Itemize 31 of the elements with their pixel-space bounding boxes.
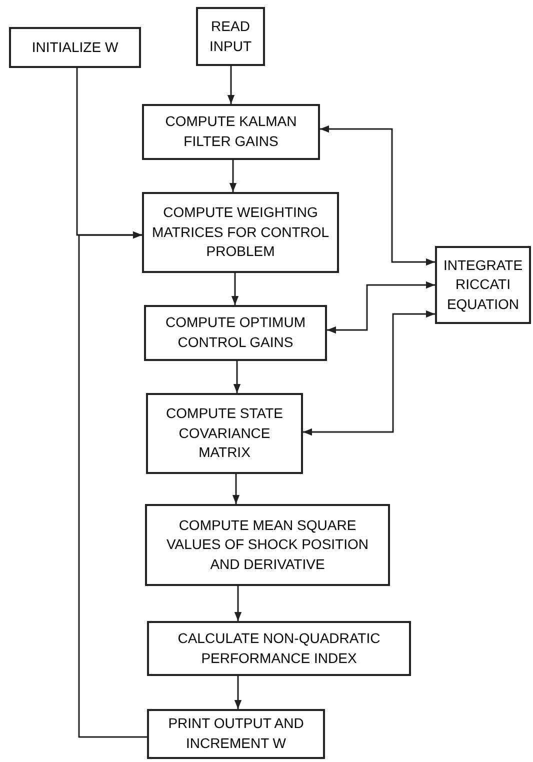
process-box bbox=[146, 393, 303, 474]
arrow bbox=[234, 586, 242, 621]
process-box bbox=[196, 7, 265, 66]
process-box bbox=[142, 104, 320, 160]
box-label: COMPUTE MEAN SQUARE VALUES OF SHOCK POSITION AND DERIVATIVE bbox=[165, 516, 370, 574]
box-label: COMPUTE STATE COVARIANCE MATRIX bbox=[165, 404, 284, 462]
box-label: INTEGRATE RICCATI EQUATION bbox=[442, 256, 524, 314]
process-box bbox=[147, 621, 411, 676]
arrow bbox=[303, 310, 435, 436]
box-label: CALCULATE NON-QUADRATIC PERFORMANCE INDEX bbox=[176, 628, 382, 668]
box-label: PRINT OUTPUT AND INCREMENT W bbox=[167, 714, 305, 753]
arrow bbox=[78, 231, 147, 738]
box-label: COMPUTE WEIGHTING MATRICES FOR CONTROL PROBLEM bbox=[150, 203, 330, 262]
arrow bbox=[320, 125, 435, 266]
arrow bbox=[327, 281, 435, 334]
process-box bbox=[142, 192, 339, 273]
box-label: COMPUTE KALMAN FILTER GAINS bbox=[164, 112, 298, 151]
box-label: READ INPUT bbox=[208, 16, 252, 56]
process-box bbox=[9, 27, 141, 68]
arrow bbox=[232, 474, 240, 504]
process-box bbox=[145, 504, 390, 586]
box-label: COMPUTE OPTIMUM CONTROL GAINS bbox=[164, 313, 306, 352]
arrow bbox=[233, 361, 241, 393]
arrow bbox=[231, 273, 239, 305]
box-label: INITIALIZE W bbox=[32, 38, 118, 57]
arrow bbox=[227, 66, 235, 104]
process-box bbox=[435, 246, 531, 324]
process-box bbox=[144, 305, 327, 361]
process-box bbox=[147, 709, 325, 759]
arrow bbox=[234, 676, 242, 709]
arrow bbox=[229, 160, 237, 192]
